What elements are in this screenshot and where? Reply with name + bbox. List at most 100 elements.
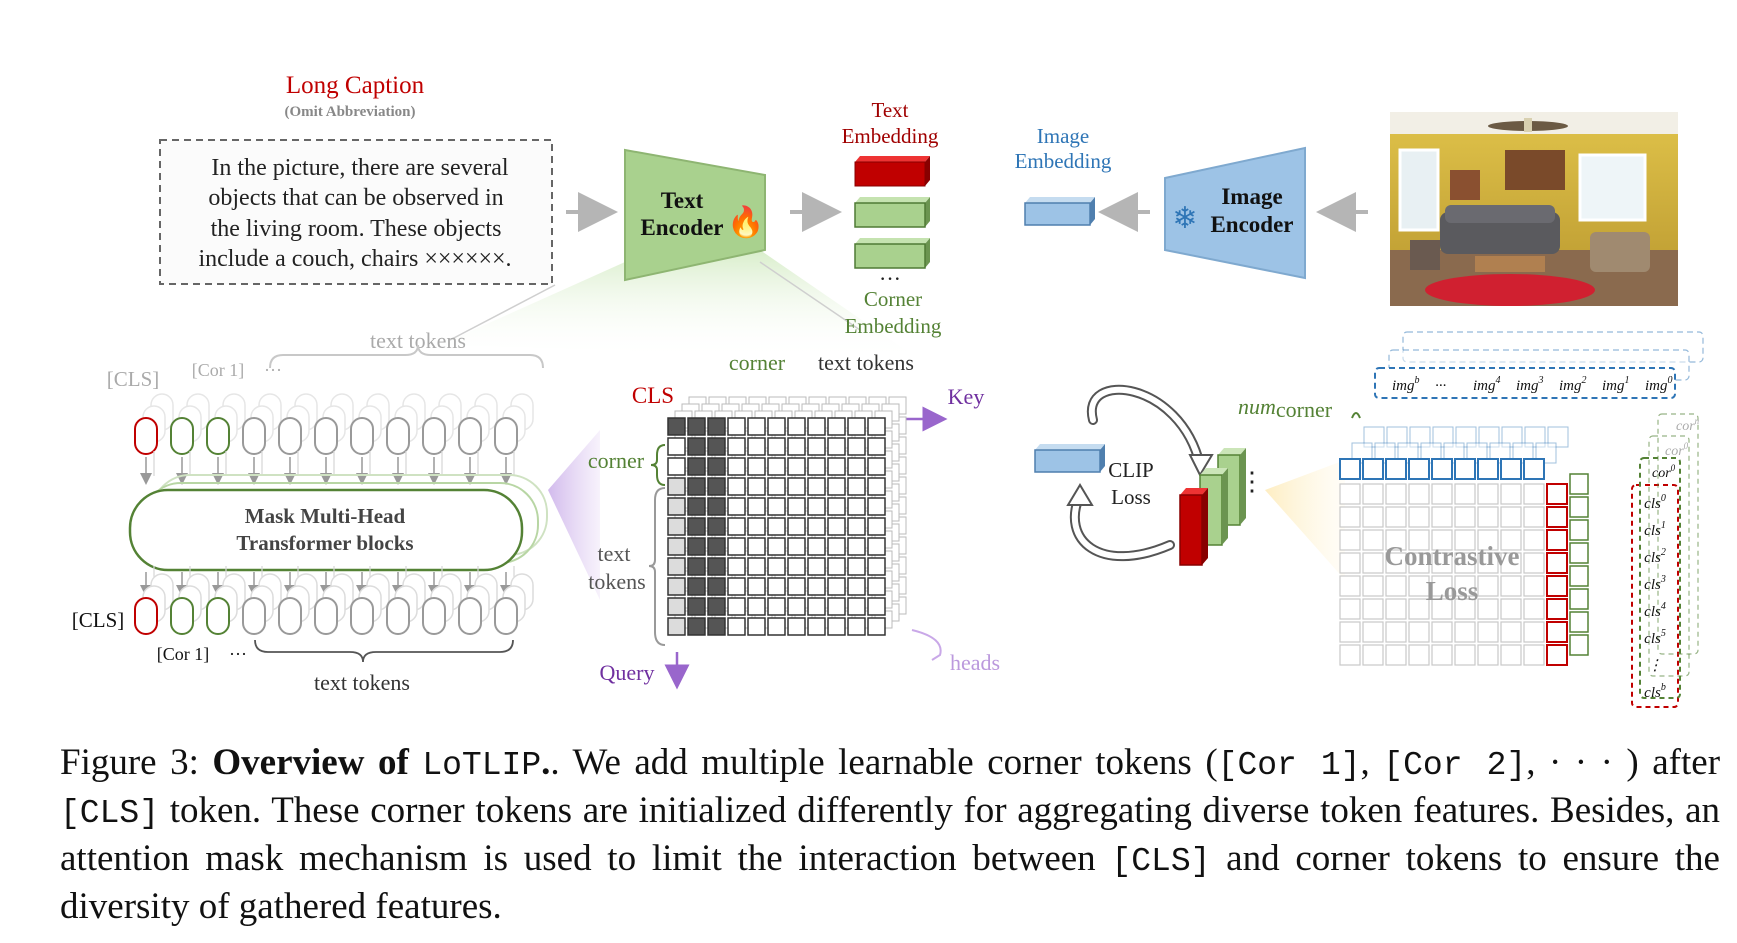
cls-cell (1546, 575, 1568, 597)
similarity-cell (1362, 483, 1384, 505)
corner-embedding-bar (854, 238, 930, 269)
attention-cell (867, 437, 886, 456)
attention-cell (667, 477, 686, 496)
caption-cls: [CLS] (1111, 843, 1211, 880)
image-encoder-block (1164, 146, 1306, 280)
cls-cell (1546, 598, 1568, 620)
attention-cell (787, 597, 806, 616)
attention-heads: heads (950, 650, 1000, 675)
similarity-cell (1408, 598, 1430, 620)
text-token (458, 417, 482, 455)
text-encoder-block (624, 148, 766, 282)
attention-corner-left: corner (588, 448, 645, 473)
cor-column (1648, 435, 1690, 677)
text-token (494, 597, 518, 635)
clip-dots: ⋮ (1239, 467, 1265, 496)
attention-cell (707, 517, 726, 536)
similarity-cell (1454, 598, 1476, 620)
attention-cell (747, 497, 766, 516)
corner-cell (1569, 611, 1589, 633)
img-label: img4 (1473, 375, 1501, 394)
corner-token (170, 597, 194, 635)
caption-text: . We add multiple learnable corner token… (550, 742, 1218, 783)
attention-cell (867, 537, 886, 556)
similarity-cell (1500, 575, 1522, 597)
corner-cell (1569, 542, 1589, 564)
similarity-cell (1339, 506, 1361, 528)
similarity-cell (1477, 483, 1499, 505)
clip-cycle-arrow-top-inner (1088, 386, 1203, 468)
left-cls-top: [CLS] (107, 367, 160, 391)
cls-label: cls4 (1644, 601, 1666, 620)
output-token-row (134, 573, 534, 635)
text-token (278, 417, 302, 455)
similarity-cell (1339, 621, 1361, 643)
attention-cls: CLS (632, 383, 674, 408)
attention-cell (867, 457, 886, 476)
attention-cell (827, 577, 846, 596)
similarity-cell (1431, 506, 1453, 528)
attention-cell (787, 557, 806, 576)
img-label: imgb (1392, 375, 1420, 394)
corner-embedding-label: Corner (864, 287, 922, 311)
similarity-cell (1408, 506, 1430, 528)
image-embedding-label: Embedding (1015, 149, 1112, 173)
contrastive-fan (1265, 460, 1345, 580)
attention-cell (747, 457, 766, 476)
attention-cell (687, 517, 706, 536)
attention-cell (747, 537, 766, 556)
attention-cell (827, 497, 846, 516)
text-token (386, 597, 410, 635)
attention-cell (827, 617, 846, 636)
img-cell (1362, 458, 1384, 480)
clip-loss-label: Loss (1111, 485, 1151, 509)
attention-cell (667, 617, 686, 636)
cor-column (1657, 413, 1699, 655)
cor-column (1639, 457, 1681, 699)
attention-cell (807, 497, 826, 516)
clip-stack (1179, 448, 1246, 566)
cls-label: cls2 (1644, 547, 1666, 566)
attention-cell (747, 577, 766, 596)
attention-query: Query (600, 660, 655, 685)
left-text-tokens-bottom: text tokens (314, 670, 410, 695)
similarity-cell (1477, 506, 1499, 528)
attention-cell (707, 557, 726, 576)
similarity-cell (1500, 552, 1522, 574)
left-dots-top: ··· (264, 360, 282, 380)
similarity-cell (1385, 621, 1407, 643)
text-token (242, 417, 266, 455)
similarity-cell (1454, 483, 1476, 505)
attention-corner-top: corner (729, 350, 786, 375)
similarity-cell (1454, 552, 1476, 574)
attention-cell (687, 537, 706, 556)
img-cell (1409, 426, 1431, 448)
attention-cell (707, 497, 726, 516)
text-token (350, 597, 374, 635)
similarity-cell (1385, 529, 1407, 551)
text-embedding-bar (854, 156, 930, 187)
attention-cell (847, 557, 866, 576)
cls-cell (1546, 506, 1568, 528)
attention-text-left: tokens (588, 569, 645, 594)
text-embedding-label: Embedding (842, 124, 939, 148)
attention-cell (747, 477, 766, 496)
attention-cell (787, 457, 806, 476)
img-cell (1524, 426, 1546, 448)
attention-matrix (667, 396, 907, 636)
img-cell (1455, 426, 1477, 448)
living-room-photo (1390, 112, 1678, 306)
clip-cycle-arrowhead (1188, 454, 1214, 478)
similarity-cell (1523, 621, 1545, 643)
attention-cell (767, 597, 786, 616)
attention-text-left: text (598, 541, 631, 566)
cls-cell (1546, 621, 1568, 643)
similarity-cell (1339, 552, 1361, 574)
similarity-cell (1362, 598, 1384, 620)
clip-cycle-arrowhead (1066, 483, 1094, 506)
attention-cell (847, 537, 866, 556)
cls-label: cls0 (1644, 493, 1666, 512)
attention-cell (787, 537, 806, 556)
attention-cell (727, 537, 746, 556)
image-encoder-label: Encoder (1210, 212, 1293, 237)
